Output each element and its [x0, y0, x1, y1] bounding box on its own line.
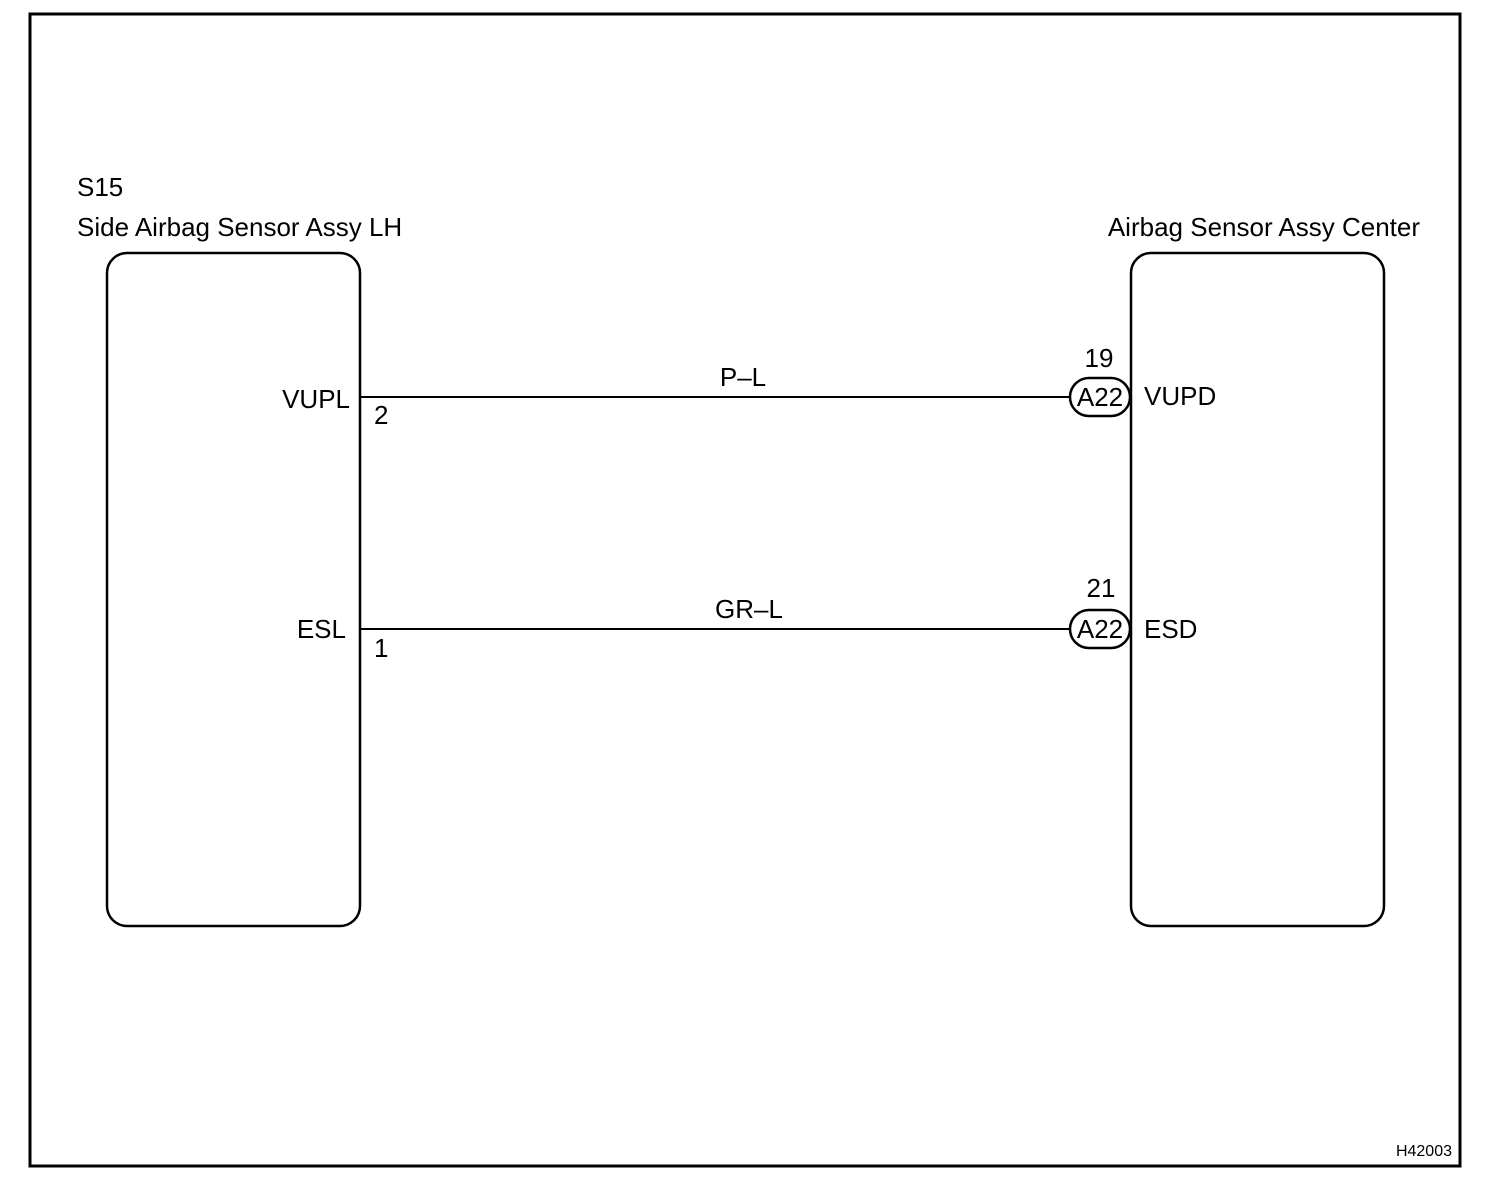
left-component-name: Side Airbag Sensor Assy LH: [77, 212, 402, 242]
right-terminal-name: ESD: [1144, 614, 1197, 644]
right-terminal-name: VUPD: [1144, 381, 1216, 411]
wire-esl-esd: GR–L ESL 1 A22 21 ESD: [297, 573, 1198, 663]
diagram-frame: [28, 12, 1462, 1168]
right-component-box: [1129, 251, 1386, 928]
right-pin-number: 21: [1087, 573, 1116, 603]
connector-badge: [1068, 608, 1132, 650]
right-component-name: Airbag Sensor Assy Center: [1108, 212, 1420, 242]
right-pin-number: 19: [1085, 343, 1114, 373]
connector-code: A22: [1077, 382, 1123, 412]
wire-vupl-vupd: P–L VUPL 2 A22 19 VUPD: [282, 343, 1216, 430]
left-component-box: [105, 251, 362, 928]
connector-code: A22: [1077, 614, 1123, 644]
figure-id: H42003: [1396, 1143, 1452, 1160]
left-terminal-name: ESL: [297, 614, 346, 644]
wire-color-code: P–L: [720, 362, 766, 392]
left-pin-number: 2: [374, 400, 388, 430]
left-terminal-name: VUPL: [282, 384, 350, 414]
left-pin-number: 1: [374, 633, 388, 663]
wire-color-code: GR–L: [715, 594, 783, 624]
left-component-code: S15: [77, 172, 123, 202]
connector-badge: [1068, 376, 1132, 418]
